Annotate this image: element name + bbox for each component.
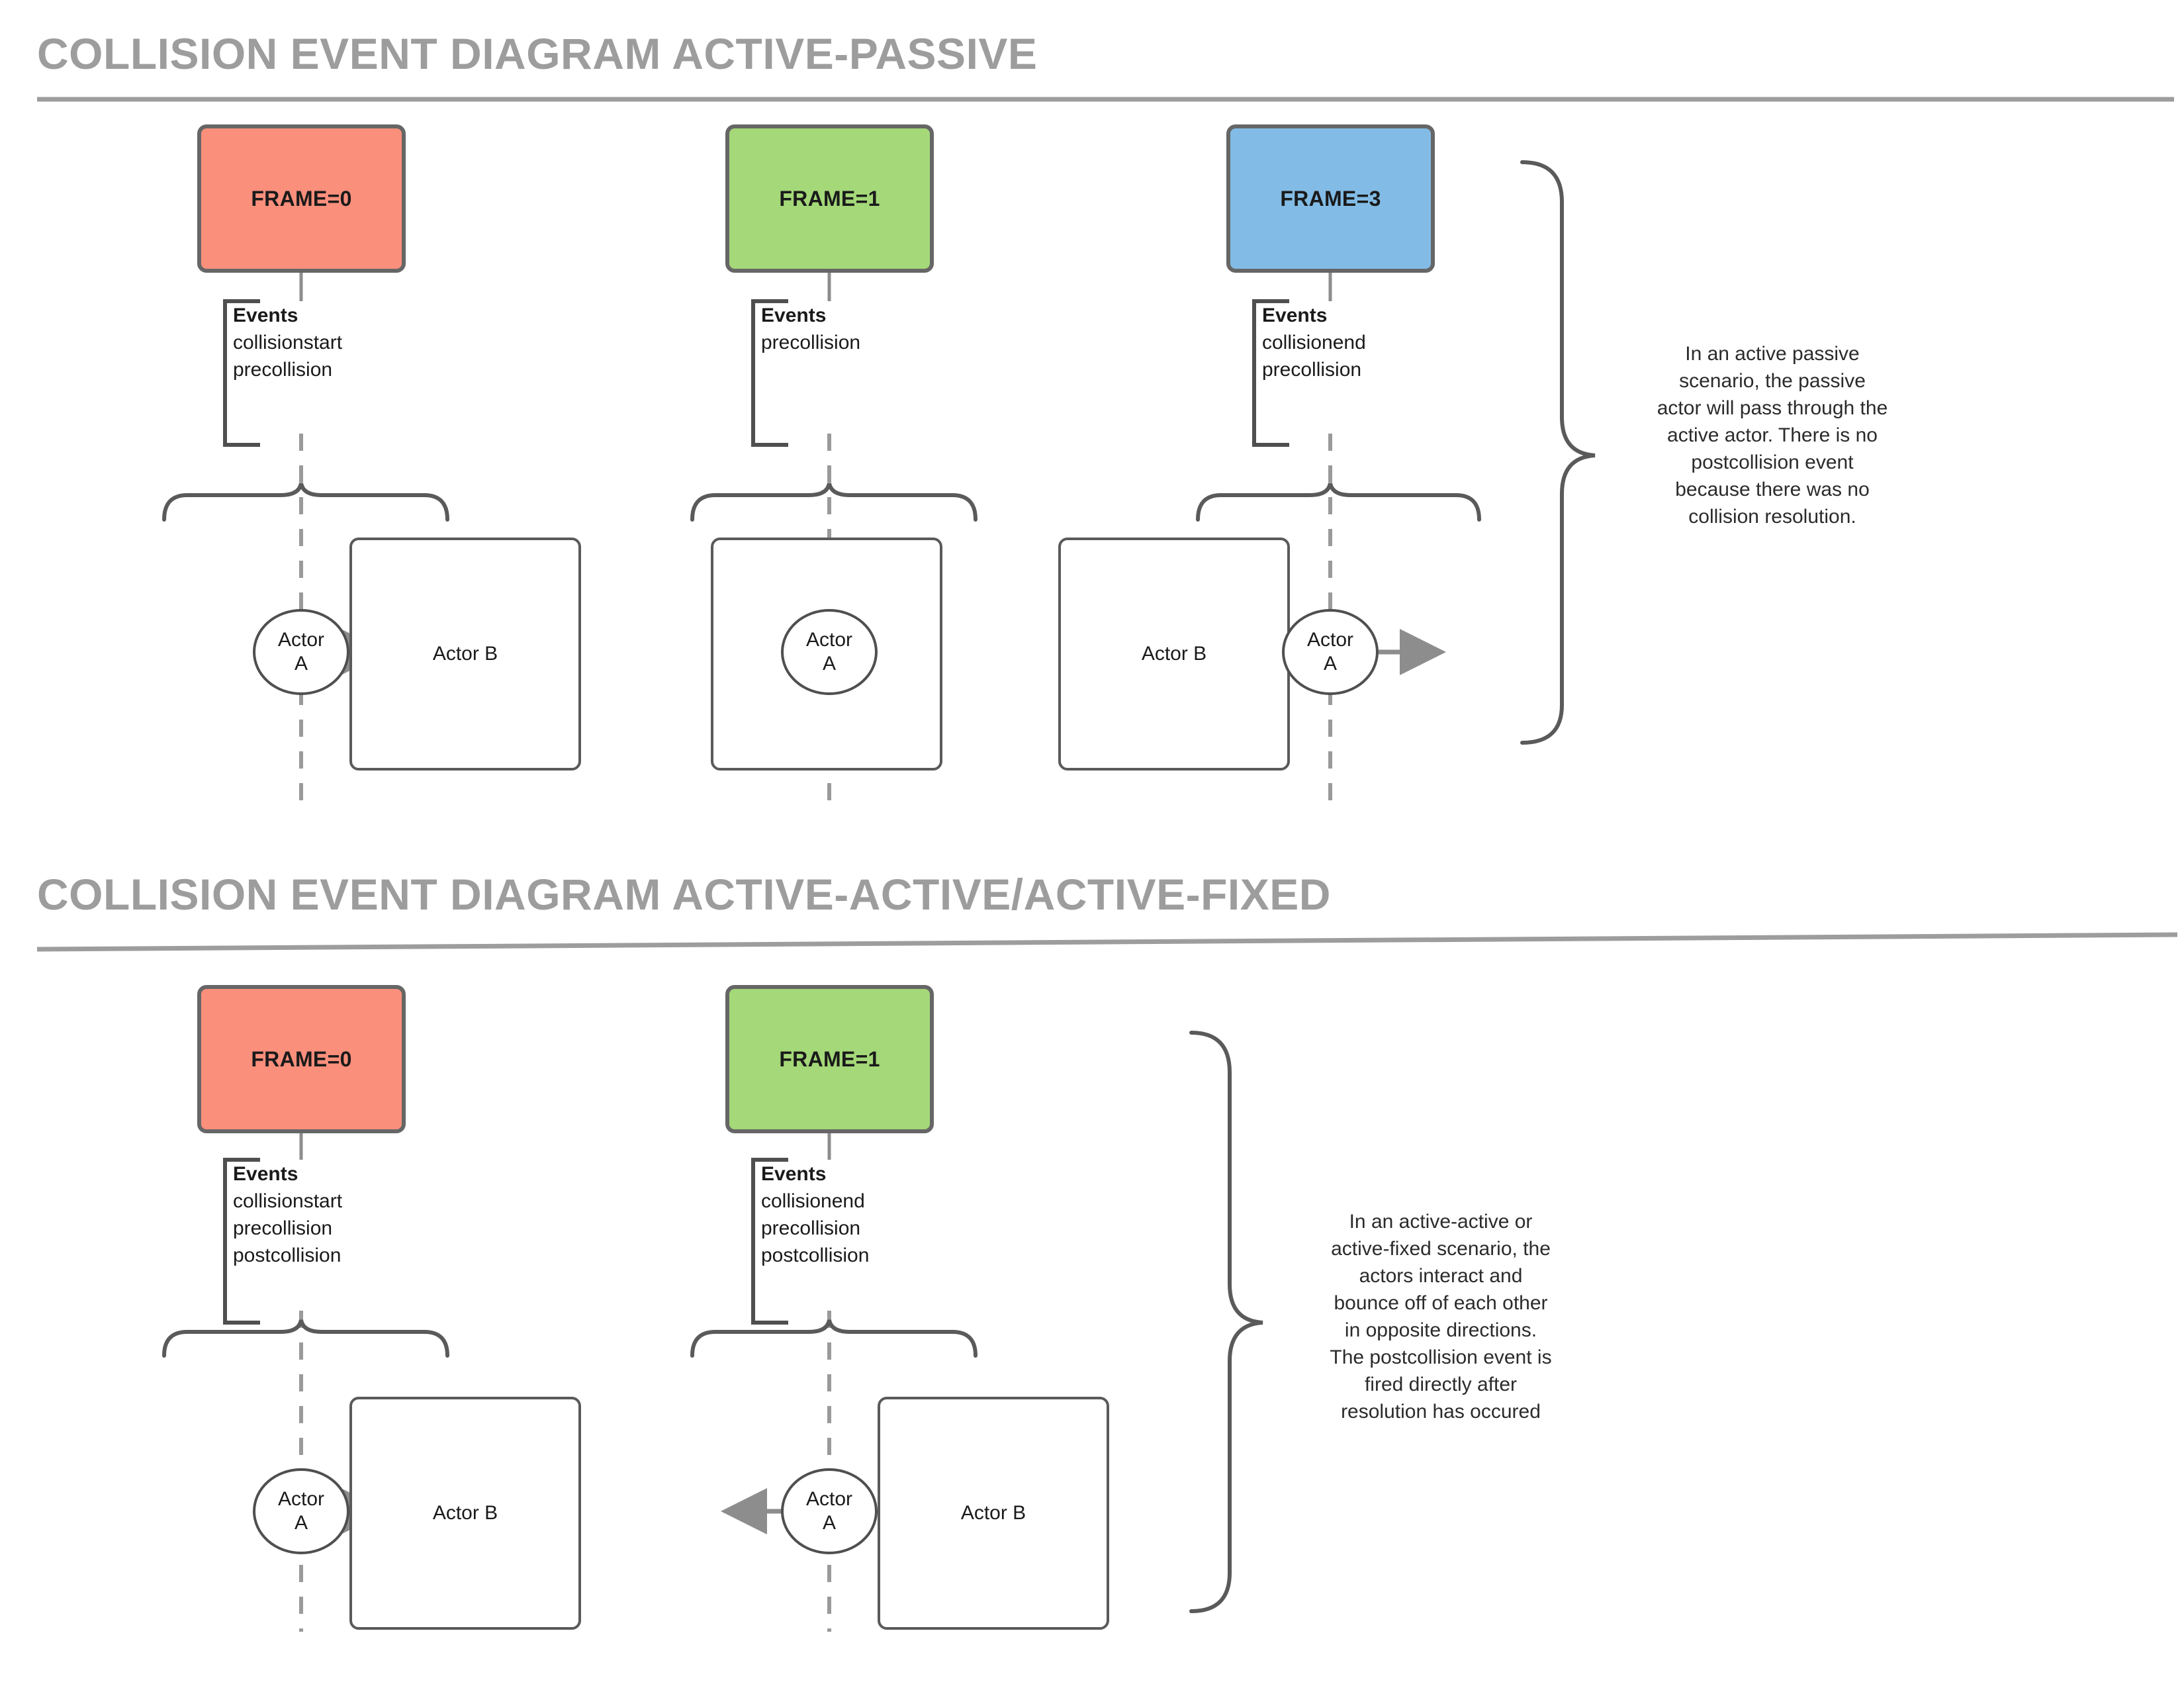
frame-box-s1-frame0[interactable]: FRAME=0 bbox=[197, 124, 406, 273]
events-block-s2c2: Events collisionend precollision postcol… bbox=[761, 1160, 869, 1269]
actor-b-label: Actor B bbox=[960, 1502, 1026, 1524]
event-name: postcollision bbox=[233, 1244, 341, 1266]
actor-a-circle-s2c2[interactable]: Actor A bbox=[781, 1468, 878, 1554]
events-heading: Events bbox=[1262, 305, 1328, 326]
annotation-line: active actor. There is no bbox=[1667, 424, 1878, 446]
annotation-brace-s2 bbox=[1189, 1031, 1263, 1613]
actor-a-circle-s1c3[interactable]: Actor A bbox=[1282, 609, 1379, 695]
actors-brace-s1c3 bbox=[1196, 483, 1481, 522]
annotation-line: collision resolution. bbox=[1688, 506, 1856, 528]
events-block-s1c2: Events precollision bbox=[761, 302, 860, 356]
annotation-line: postcollision event bbox=[1691, 451, 1854, 473]
section-title-active-passive: COLLISION EVENT DIAGRAM ACTIVE-PASSIVE bbox=[37, 29, 1038, 78]
event-name: precollision bbox=[233, 359, 333, 381]
actor-b-rect-s2c2[interactable]: Actor B bbox=[878, 1397, 1109, 1630]
actors-brace-s1c2 bbox=[690, 483, 978, 522]
frame-box-s1-frame3[interactable]: FRAME=3 bbox=[1226, 124, 1435, 273]
actors-brace-s1c1 bbox=[162, 483, 449, 522]
annotation-line: In an active passive bbox=[1685, 343, 1860, 365]
annotation-line: actors interact and bbox=[1359, 1265, 1523, 1287]
event-name: collisionend bbox=[761, 1190, 865, 1212]
event-name: collisionstart bbox=[233, 332, 343, 353]
events-heading: Events bbox=[761, 305, 827, 326]
annotation-line: resolution has occured bbox=[1341, 1401, 1541, 1423]
frame-label: FRAME=1 bbox=[779, 186, 880, 211]
actor-a-label: Actor A bbox=[805, 629, 853, 675]
annotation-line: in opposite directions. bbox=[1344, 1319, 1537, 1341]
actors-brace-s2c2 bbox=[690, 1319, 978, 1358]
actor-b-label: Actor B bbox=[432, 1502, 498, 1524]
event-name: precollision bbox=[761, 332, 861, 353]
events-heading: Events bbox=[233, 305, 298, 326]
events-heading: Events bbox=[233, 1163, 298, 1185]
actor-b-label: Actor B bbox=[1141, 643, 1207, 665]
event-name: precollision bbox=[1262, 359, 1362, 381]
annotation-line: The postcollision event is bbox=[1330, 1346, 1552, 1368]
actor-a-circle-s1c2[interactable]: Actor A bbox=[781, 609, 878, 695]
frame-label: FRAME=0 bbox=[251, 186, 352, 211]
events-block-s1c3: Events collisionend precollision bbox=[1262, 302, 1366, 383]
event-name: collisionend bbox=[1262, 332, 1366, 353]
actor-b-label: Actor B bbox=[432, 643, 498, 665]
frame-label: FRAME=1 bbox=[779, 1047, 880, 1071]
actor-b-rect-s2c1[interactable]: Actor B bbox=[349, 1397, 581, 1630]
actor-a-label: Actor A bbox=[805, 1488, 853, 1534]
actor-a-label: Actor A bbox=[1306, 629, 1354, 675]
frame-box-s2-frame0[interactable]: FRAME=0 bbox=[197, 985, 406, 1133]
events-block-s2c1: Events collisionstart precollision postc… bbox=[233, 1160, 342, 1269]
event-name: postcollision bbox=[761, 1244, 870, 1266]
actor-a-circle-s1c1[interactable]: Actor A bbox=[253, 609, 349, 695]
actor-a-label: Actor A bbox=[277, 629, 325, 675]
annotation-line: fired directly after bbox=[1364, 1374, 1518, 1395]
annotation-brace-s1 bbox=[1520, 160, 1596, 745]
section-divider-2 bbox=[36, 932, 2178, 952]
annotation-text-s1: In an active passive scenario, the passi… bbox=[1640, 340, 1905, 530]
event-name: collisionstart bbox=[233, 1190, 343, 1212]
annotation-line: scenario, the passive bbox=[1679, 370, 1866, 392]
annotation-line: because there was no bbox=[1675, 479, 1870, 500]
annotation-line: active-fixed scenario, the bbox=[1331, 1238, 1551, 1260]
actor-b-rect-s1c3[interactable]: Actor B bbox=[1058, 538, 1290, 771]
frame-box-s2-frame1[interactable]: FRAME=1 bbox=[725, 985, 934, 1133]
actors-brace-s2c1 bbox=[162, 1319, 449, 1358]
event-name: precollision bbox=[233, 1217, 333, 1239]
annotation-text-s2: In an active-active or active-fixed scen… bbox=[1298, 1208, 1583, 1425]
annotation-line: bounce off of each other bbox=[1334, 1292, 1548, 1314]
event-name: precollision bbox=[761, 1217, 861, 1239]
section-title-active-active-fixed: COLLISION EVENT DIAGRAM ACTIVE-ACTIVE/AC… bbox=[37, 870, 1331, 919]
frame-box-s1-frame1[interactable]: FRAME=1 bbox=[725, 124, 934, 273]
frame-label: FRAME=0 bbox=[251, 1047, 352, 1071]
actor-a-label: Actor A bbox=[277, 1488, 325, 1534]
annotation-line: In an active-active or bbox=[1349, 1211, 1533, 1233]
events-heading: Events bbox=[761, 1163, 827, 1185]
actor-b-rect-s1c1[interactable]: Actor B bbox=[349, 538, 581, 771]
actor-a-circle-s2c1[interactable]: Actor A bbox=[253, 1468, 349, 1554]
annotation-line: actor will pass through the bbox=[1657, 397, 1888, 419]
frame-label: FRAME=3 bbox=[1280, 186, 1381, 211]
events-block-s1c1: Events collisionstart precollision bbox=[233, 302, 342, 383]
